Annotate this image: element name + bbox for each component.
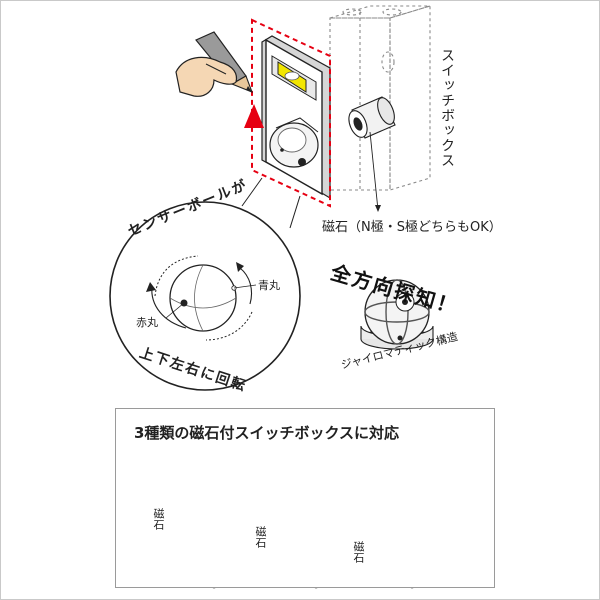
panel-title: 3種類の磁石付スイッチボックスに対応 bbox=[134, 424, 399, 442]
compatibility-panel bbox=[115, 408, 495, 588]
magnet-leader-line bbox=[369, 131, 379, 211]
magnet-label-2: 磁石 bbox=[254, 526, 267, 548]
pencil-hand-icon bbox=[175, 31, 253, 97]
magnet-note-label: 磁石（N極・S極どちらもOK） bbox=[322, 220, 502, 235]
device-plate bbox=[261, 35, 331, 200]
magnet-cylinder bbox=[348, 96, 396, 139]
red-arrow-icon bbox=[244, 104, 264, 128]
magnet-label-3: 磁石 bbox=[352, 541, 365, 563]
magnet-label-1: 磁石 bbox=[152, 508, 165, 530]
sensor-ball bbox=[146, 255, 257, 341]
red-mark-label: 赤丸 bbox=[136, 316, 158, 329]
gyro-ball-icon bbox=[360, 279, 434, 350]
switch-box-label: スイッチボックス bbox=[439, 48, 455, 168]
blue-mark-label: 青丸 bbox=[258, 279, 280, 292]
